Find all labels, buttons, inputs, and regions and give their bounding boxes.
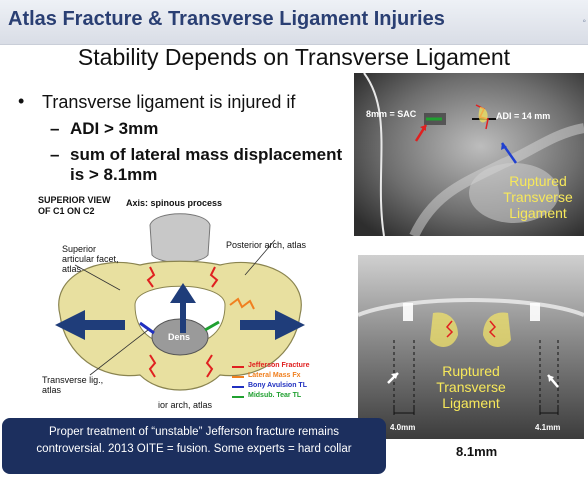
rupture-label-line: Ruptured [442,363,500,379]
rupture-label-line: Transverse [436,379,506,395]
legend-label: Lateral Mass Fx [248,372,301,379]
axis-label: Axis: spinous process [126,198,223,208]
legend-item: Jefferson Fracture [232,362,322,371]
rupture-label-line: Ligament [509,205,567,221]
dens-label: Dens [168,332,191,342]
arrow-right [240,310,305,340]
bullet-sub-lateral-mass: – sum of lateral mass displacement is > … [18,145,348,185]
legend-label: Jefferson Fracture [248,362,310,369]
treatment-note-line: controversial. 2013 OITE = fusion. Some … [36,443,352,455]
bullet-list: • Transverse ligament is injured if – AD… [18,91,348,185]
anterior-arch-label: ior arch, atlas [158,400,213,410]
legend-swatch [232,396,244,398]
arrow-up [170,283,196,333]
fracture-line [148,354,157,378]
xray-lateral: 8mm = SAC ADI = 14 mm Ruptured Transvers… [354,73,584,236]
xray-lateral-image [354,73,584,236]
superior-facet-label-1: Superior [62,244,97,254]
posterior-arch-label: Posterior arch, atlas [226,240,307,250]
total-measure: 8.1mm [456,444,498,459]
legend-item: Lateral Mass Fx [232,372,322,381]
legend-swatch [232,386,244,388]
legend-label: Bony Avulsion TL [248,382,307,389]
transverse-lig-label-1: Transverse lig., [42,375,104,385]
legend-item: Bony Avulsion TL [232,382,322,391]
pointer-line [244,239,276,276]
arrow-left [55,310,125,340]
view-title-line1: SUPERIOR VIEW [38,195,111,205]
sac-label: 8mm = SAC [366,109,417,119]
slide-subtitle: Stability Depends on Transverse Ligament [77,44,511,70]
rupture-label-bottom: Ruptured Transverse Ligament [428,363,514,411]
fracture-line [209,266,219,288]
bullet-dot-icon: • [18,91,25,111]
treatment-note-line: Proper treatment of “unstable” Jefferson… [49,426,339,438]
treatment-note: Proper treatment of “unstable” Jefferson… [2,418,386,474]
bullet-main-text: Transverse ligament is injured if [42,92,296,112]
xray-open-mouth: Ruptured Transverse Ligament 4.0mm 4.1mm [358,255,584,439]
bony-avulsion [139,321,155,335]
transverse-lig-label-2: atlas [42,385,62,395]
rupture-label-line: Ruptured [509,173,567,189]
slide-title: Atlas Fracture & Transverse Ligament Inj… [8,8,445,30]
bullet-sub-adi: – ADI > 3mm [18,119,348,139]
fracture-line [205,354,214,378]
pointer-line [89,329,149,376]
xray-open-mouth-image [358,255,584,439]
adi-label: ADI = 14 mm [496,111,551,121]
lateral-mass-fracture [229,297,255,310]
bullet-sub-adi-text: ADI > 3mm [70,119,159,138]
legend-swatch [232,366,244,368]
bullet-main: • Transverse ligament is injured if [18,91,348,113]
left-measure: 4.0mm [390,423,416,432]
superior-facet-label-2: articular facet, [62,254,119,264]
midsubstance-tear [204,320,220,332]
slide-header: Atlas Fracture & Transverse Ligament Inj… [0,0,588,45]
legend-item: Midsub. Tear TL [232,392,322,401]
dash-icon: – [50,119,60,138]
dash-icon: – [50,145,60,164]
legend-label: Midsub. Tear TL [248,392,302,399]
legend-swatch [232,376,244,378]
header-dot-icon: ◦ [582,16,586,27]
rupture-label-line: Transverse [503,189,573,205]
pointer-line [74,264,121,291]
diagram-legend: Jefferson Fracture Lateral Mass Fx Bony … [232,362,322,410]
right-measure: 4.1mm [535,423,561,432]
fracture-line [146,266,156,288]
view-title-line2: OF C1 ON C2 [38,206,95,216]
superior-facet-label-3: atlas [62,264,82,274]
rupture-label-top: Ruptured Transverse Ligament [492,173,584,221]
spinous-process [149,213,211,263]
bullet-sub-lateral-mass-text: sum of lateral mass displacement is > 8.… [70,145,343,184]
atlas-diagram [55,213,305,391]
rupture-label-line: Ligament [442,395,500,411]
